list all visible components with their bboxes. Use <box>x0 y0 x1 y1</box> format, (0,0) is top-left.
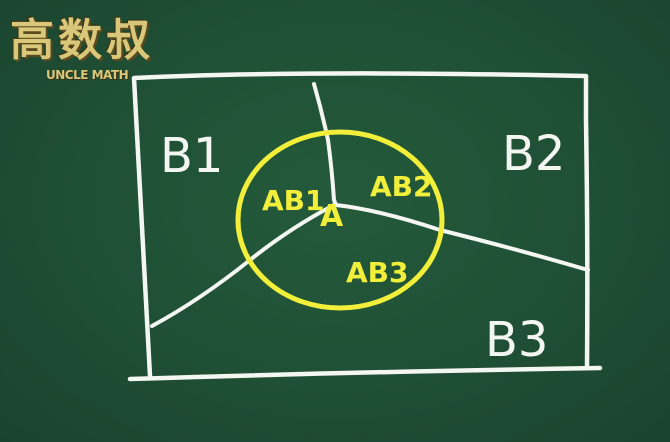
logo-subtitle: UNCLE MATH <box>46 68 129 82</box>
label-b2: B2 <box>502 126 565 182</box>
partition-line-top <box>312 82 338 207</box>
partition-line-left <box>150 203 336 328</box>
label-ab2: AB2 <box>370 170 433 203</box>
label-ab3: AB3 <box>346 256 409 289</box>
label-b1: B1 <box>160 128 223 184</box>
event-a-circle <box>235 129 445 311</box>
label-ab1: AB1 <box>262 184 325 217</box>
svg-text:B3: B3 <box>485 312 548 368</box>
outer-rectangle <box>127 71 603 382</box>
logo: 高数叔 UNCLE MATH <box>6 6 206 92</box>
label-b3: B3 <box>485 312 548 368</box>
label-a: A <box>320 199 344 234</box>
svg-text:B2: B2 <box>502 126 565 182</box>
svg-text:B1: B1 <box>160 128 223 184</box>
logo-title: 高数叔 <box>10 15 154 66</box>
